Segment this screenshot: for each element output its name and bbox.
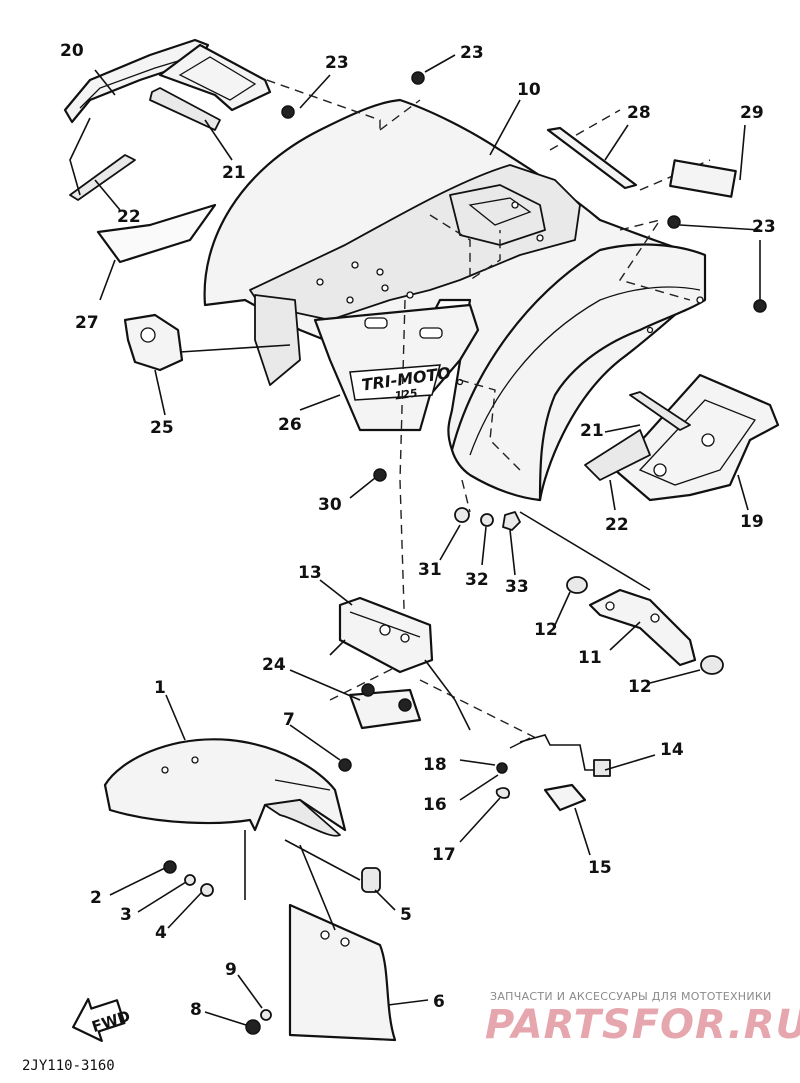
callout-22-right: 22 <box>605 515 629 535</box>
hardware-small <box>163 758 381 1035</box>
fasteners <box>281 71 767 531</box>
stay-bracket <box>566 576 724 675</box>
callout-29: 29 <box>740 103 764 123</box>
grab-bar-left <box>63 38 272 201</box>
rear-reflector-block <box>669 159 737 198</box>
fwd-arrow: FWD <box>72 997 133 1043</box>
side-decal <box>96 203 217 264</box>
callout-13: 13 <box>298 563 322 583</box>
mud-flap <box>288 844 397 1042</box>
callout-2: 2 <box>90 888 102 908</box>
callout-31: 31 <box>418 560 442 580</box>
front-mudguard <box>103 738 361 900</box>
callout-17: 17 <box>432 845 456 865</box>
callout-23-top: 23 <box>325 53 349 73</box>
watermark-brand: PARTSFOR.RU <box>485 1002 800 1048</box>
callout-12-left: 12 <box>534 620 558 640</box>
callout-23-right: 23 <box>752 217 776 237</box>
tail-light-housing <box>123 313 291 372</box>
callout-24: 24 <box>262 655 286 675</box>
callout-1: 1 <box>154 678 166 698</box>
callout-16: 16 <box>423 795 447 815</box>
callout-5: 5 <box>400 905 412 925</box>
rear-fender-assembly: TRI-MOTO 125 <box>203 98 707 502</box>
callout-21-right: 21 <box>580 421 604 441</box>
leader-lines <box>94 54 761 1026</box>
callout-11: 11 <box>578 648 602 668</box>
callout-33: 33 <box>505 577 529 597</box>
callout-20: 20 <box>60 41 84 61</box>
license-stay <box>495 734 611 812</box>
top-decal-strip <box>546 126 638 190</box>
mount-bracket <box>329 596 471 731</box>
diagram-code: 2JY110-3160 <box>22 1058 115 1074</box>
watermark-tagline: ЗАПЧАСТИ И АКСЕССУАРЫ ДЛЯ МОТОТЕХНИКИ <box>490 990 772 1003</box>
callout-22-left: 22 <box>117 207 141 227</box>
callout-30: 30 <box>318 495 342 515</box>
callout-8: 8 <box>190 1000 202 1020</box>
callout-7: 7 <box>283 710 295 730</box>
callout-26: 26 <box>278 415 302 435</box>
callout-12-right: 12 <box>628 677 652 697</box>
callout-18: 18 <box>423 755 447 775</box>
callout-25: 25 <box>150 418 174 438</box>
callout-3: 3 <box>120 905 132 925</box>
callout-10: 10 <box>517 80 541 100</box>
callout-15: 15 <box>588 858 612 878</box>
callout-23-upper: 23 <box>460 43 484 63</box>
callout-4: 4 <box>155 923 167 943</box>
watermark: ЗАПЧАСТИ И АКСЕССУАРЫ ДЛЯ МОТОТЕХНИКИ PA… <box>485 990 800 1048</box>
callout-32: 32 <box>465 570 489 590</box>
grab-bar-right <box>584 373 780 502</box>
callout-21-top: 21 <box>222 163 246 183</box>
callout-14: 14 <box>660 740 684 760</box>
decal-model-number: 125 <box>394 387 419 403</box>
callout-19: 19 <box>740 512 764 532</box>
callout-28: 28 <box>627 103 651 123</box>
callout-labels: 20 23 23 10 28 29 23 21 22 27 25 26 21 2… <box>60 41 776 1020</box>
callout-27: 27 <box>75 313 99 333</box>
callout-6: 6 <box>433 992 445 1012</box>
callout-9: 9 <box>225 960 237 980</box>
